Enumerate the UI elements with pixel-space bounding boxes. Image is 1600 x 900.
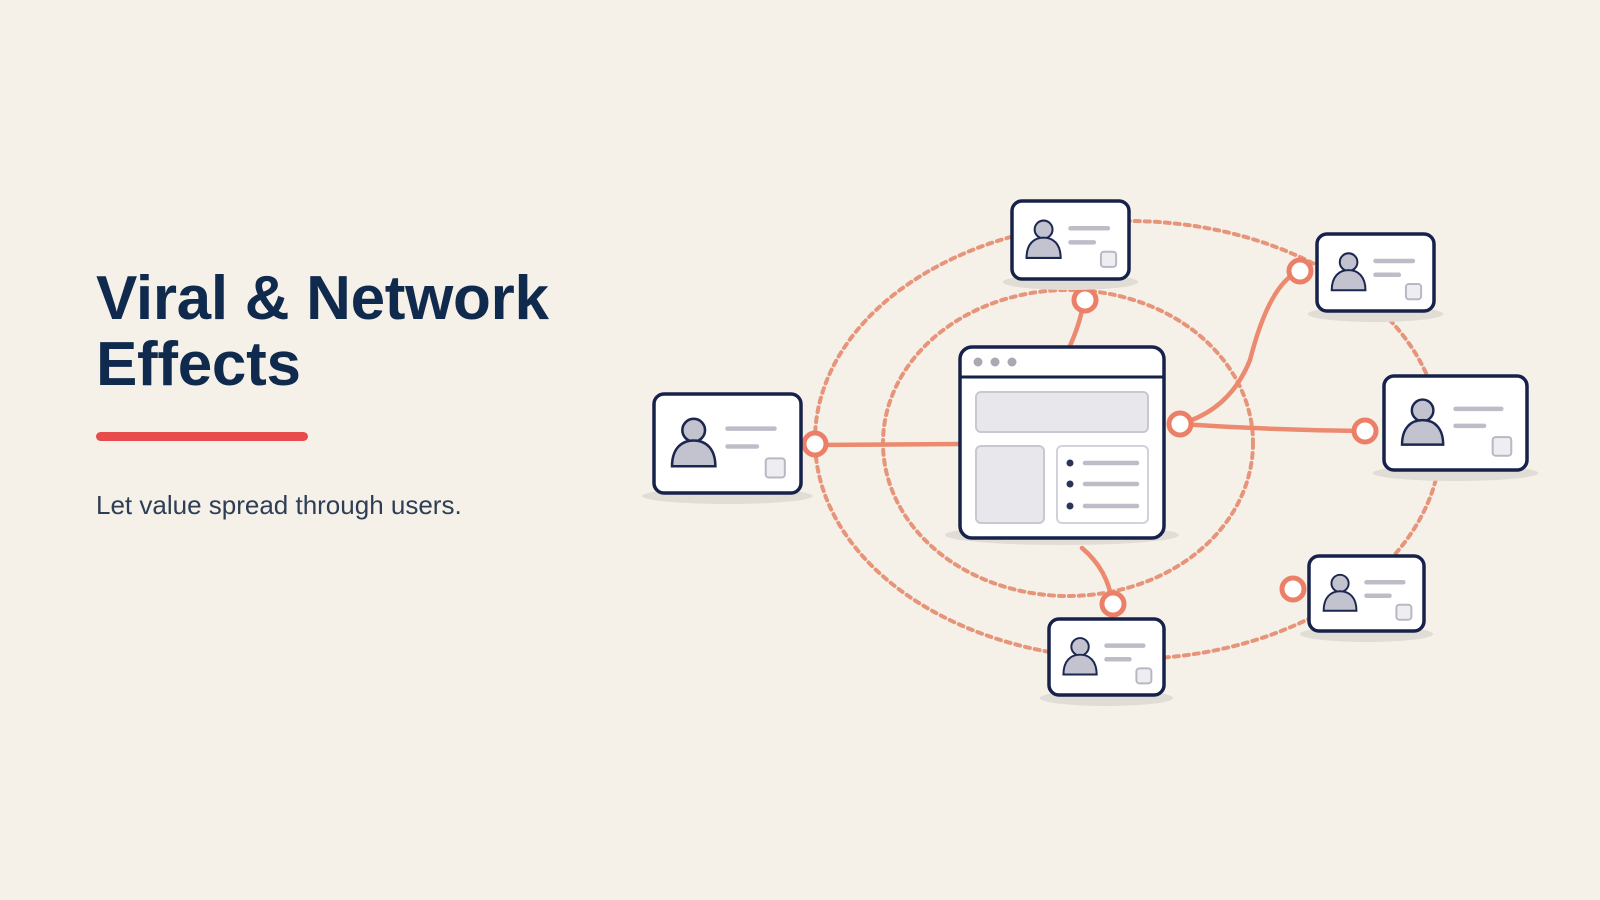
node-top: [1071, 286, 1099, 314]
node-bottom: [1099, 590, 1127, 618]
user-card-bottom-right: [1299, 554, 1434, 642]
link-top-right: [1177, 268, 1303, 427]
slide-title: Viral & Network Effects: [96, 266, 616, 398]
user-card-left: [642, 392, 813, 504]
title-underline: [96, 432, 308, 441]
link-right: [1177, 421, 1366, 434]
node-hub-right: [1166, 410, 1194, 438]
node-bottom-right: [1279, 575, 1307, 603]
user-card-top: [1002, 199, 1139, 290]
link-left: [812, 441, 963, 448]
node-top-right: [1286, 257, 1314, 285]
node-left: [801, 430, 829, 458]
node-right: [1351, 417, 1379, 445]
slide-subtitle: Let value spread through users.: [96, 490, 462, 520]
title-line-2: Effects: [96, 330, 301, 399]
user-cards: [642, 199, 1539, 706]
title-line-1: Viral & Network: [96, 264, 549, 333]
user-card-right: [1372, 374, 1539, 481]
browser-window-icon: [945, 345, 1179, 545]
user-card-bottom: [1039, 617, 1174, 706]
user-card-top-right: [1307, 232, 1444, 322]
